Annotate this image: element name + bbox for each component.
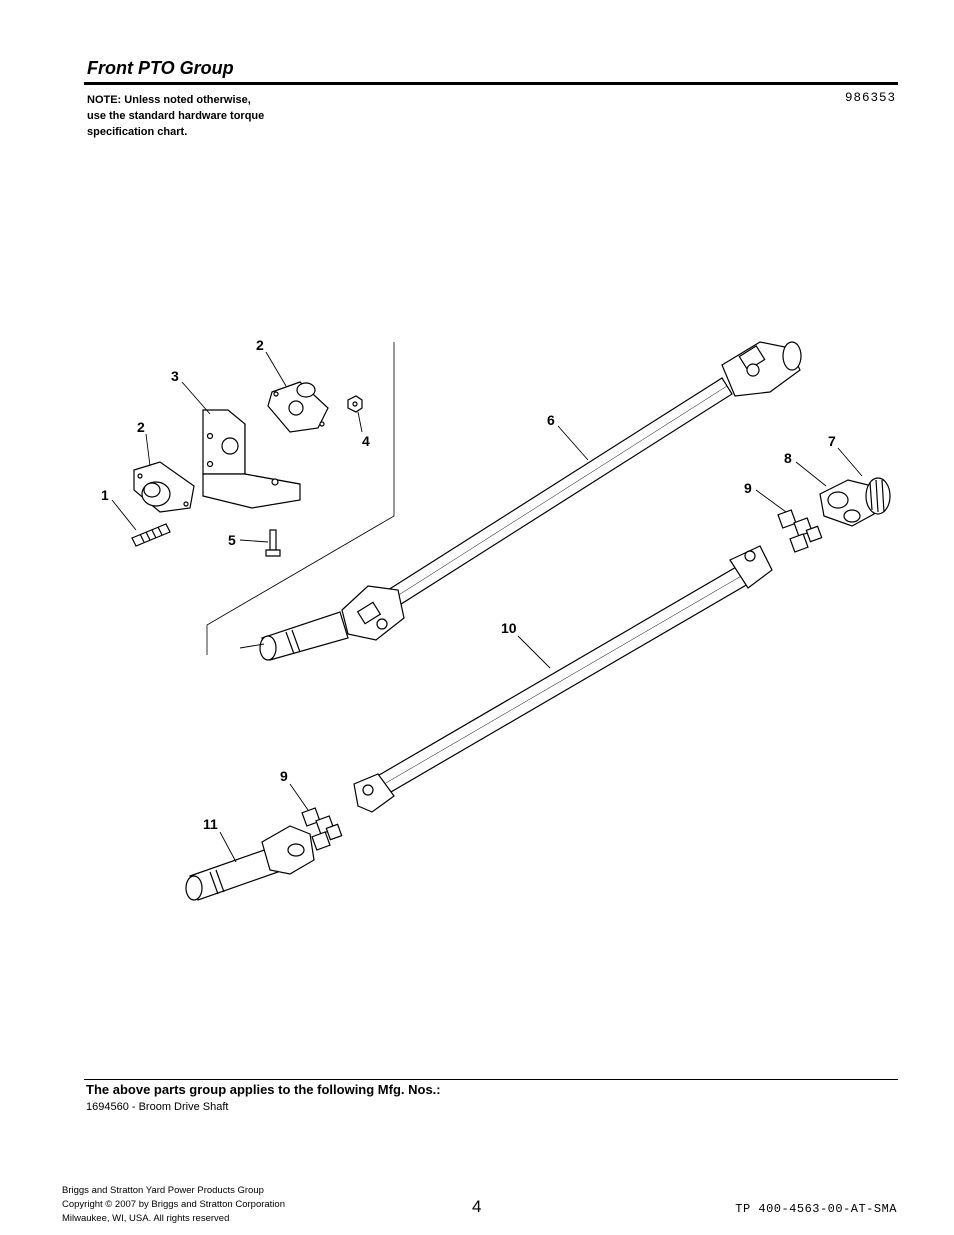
callout-11: 11 (203, 816, 218, 832)
flange-bearing-upper (267, 381, 329, 433)
flange-bearing-lower (133, 461, 195, 513)
diagram-number: 986353 (844, 91, 896, 105)
callout-10: 10 (501, 620, 517, 636)
footer-line: Briggs and Stratton Yard Power Products … (62, 1185, 264, 1196)
note-line: specification chart. (87, 126, 188, 138)
callout-4: 4 (362, 433, 370, 449)
callout-labels: 2 3 2 4 1 5 6 7 8 9 10 9 11 (101, 337, 836, 832)
applies-heading: The above parts group applies to the fol… (86, 1082, 441, 1097)
callout-3: 3 (171, 368, 179, 384)
callout-9-upper: 9 (744, 480, 752, 496)
carriage-bolt (131, 523, 171, 547)
page-number: 4 (472, 1197, 482, 1216)
callout-7: 7 (828, 433, 836, 449)
page-title: Front PTO Group (87, 58, 234, 78)
callout-8: 8 (784, 450, 792, 466)
yoke-and-cap (819, 477, 891, 527)
mount-bracket (202, 409, 301, 509)
assembly-outline (206, 342, 395, 655)
callout-9-lower: 9 (280, 768, 288, 784)
cross-bearing-lower (301, 807, 343, 851)
upper-drive-shaft (259, 341, 802, 661)
hex-nut (347, 395, 363, 413)
applies-divider (84, 1079, 898, 1080)
callout-6: 6 (547, 412, 555, 428)
cross-bearing-upper (777, 509, 823, 553)
callout-5: 5 (228, 532, 236, 548)
note-line: use the standard hardware torque (87, 110, 265, 122)
callout-2-upper: 2 (256, 337, 264, 353)
lower-drive-shaft (353, 545, 773, 813)
title-divider (84, 82, 898, 85)
torque-note: NOTE: Unless noted otherwise, use the st… (87, 92, 347, 140)
model-number: 1694560 - Broom Drive Shaft (86, 1101, 229, 1113)
yoke-stub-shaft (185, 825, 315, 901)
callout-1: 1 (101, 487, 109, 503)
exploded-parts-diagram: 2 3 2 4 1 5 6 7 8 9 10 9 11 (101, 337, 891, 901)
hex-screw (265, 529, 281, 557)
footer-line: Milwaukee, WI, USA. All rights reserved (62, 1213, 230, 1224)
note-line: NOTE: Unless noted otherwise, (87, 94, 251, 106)
document-code: TP 400-4563-00-AT-SMA (735, 1202, 897, 1216)
footer-line: Copyright © 2007 by Briggs and Stratton … (62, 1199, 285, 1210)
leader-lines (111, 351, 863, 863)
footer-company: Briggs and Stratton Yard Power Products … (62, 1184, 285, 1226)
callout-2-lower: 2 (137, 419, 145, 435)
